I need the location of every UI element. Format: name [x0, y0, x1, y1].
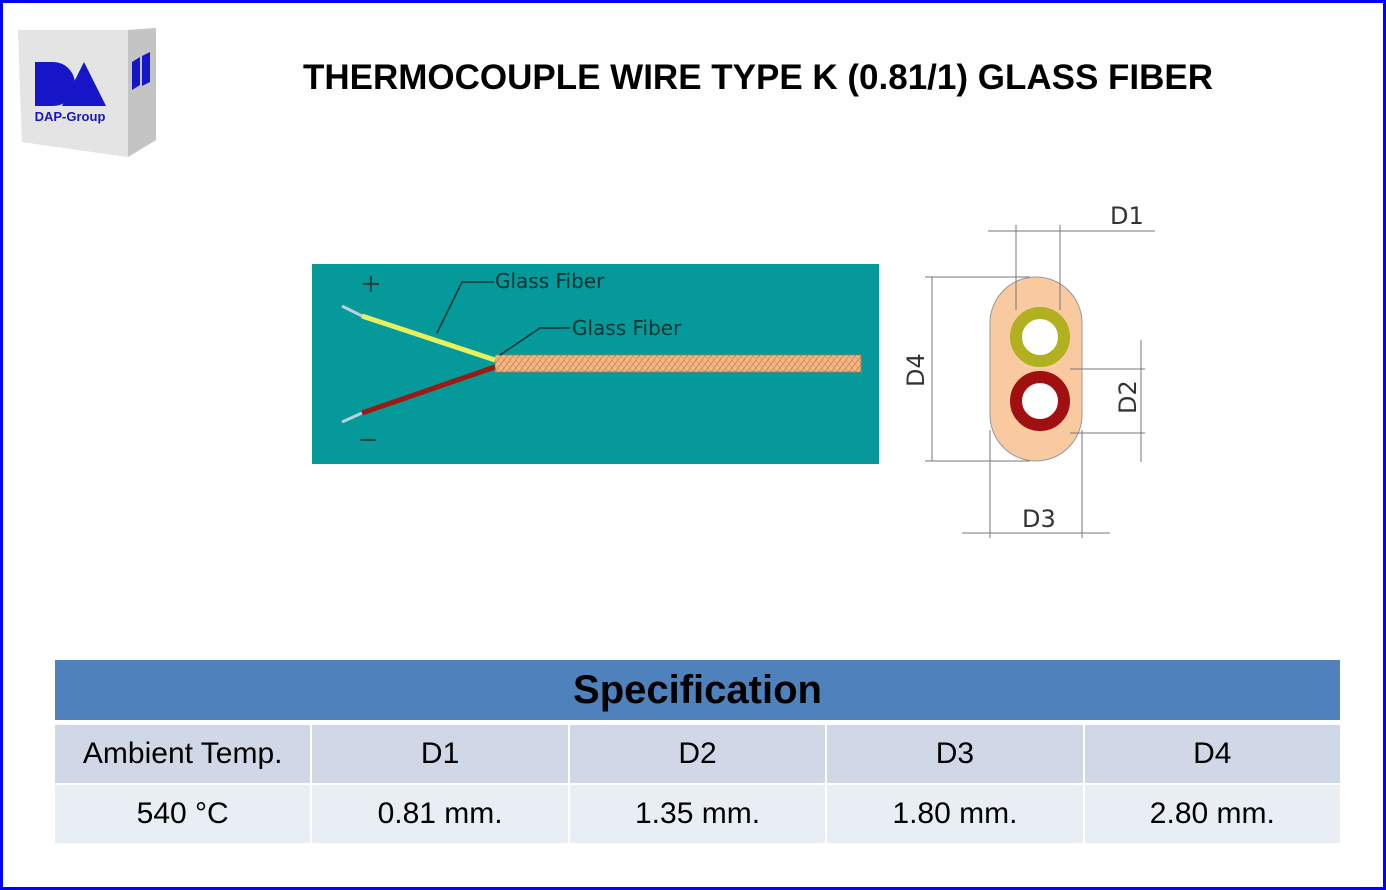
header-d3: D3: [827, 725, 1083, 783]
negative-conductor: [361, 364, 496, 416]
value-d3: 1.80 mm.: [827, 785, 1083, 843]
glass-fiber-callout-2: Glass Fiber: [572, 316, 682, 340]
minus-label: −: [357, 425, 379, 455]
dap-group-logo: DAP-Group: [18, 28, 156, 157]
page-title: THERMOCOUPLE WIRE TYPE K (0.81/1) GLASS …: [302, 58, 1214, 97]
diagram: DAP-Group + − Glass Fiber Glass Fiber D1…: [18, 28, 1155, 538]
d4-label: D4: [902, 353, 930, 387]
header-d1: D1: [312, 725, 568, 783]
glass-fiber-sheath: [494, 354, 862, 373]
spec-value-row: 540 °C 0.81 mm. 1.35 mm. 1.80 mm. 2.80 m…: [55, 785, 1341, 843]
value-ambient-temp: 540 °C: [55, 785, 311, 843]
value-d2: 1.35 mm.: [569, 785, 826, 843]
header-d4: D4: [1084, 725, 1341, 783]
d1-label: D1: [1110, 202, 1144, 230]
value-d4: 2.80 mm.: [1084, 785, 1341, 843]
header-d2: D2: [569, 725, 826, 783]
positive-conductor: [361, 313, 496, 363]
glass-fiber-callout-1: Glass Fiber: [495, 269, 605, 293]
header-ambient-temp: Ambient Temp.: [55, 725, 311, 783]
d3-label: D3: [1022, 505, 1056, 533]
spec-table-heading: Specification: [55, 660, 1340, 720]
logo-text: DAP-Group: [35, 109, 106, 124]
value-d1: 0.81 mm.: [312, 785, 568, 843]
plus-label: +: [360, 269, 382, 299]
spec-header-row: Ambient Temp. D1 D2 D3 D4: [55, 725, 1341, 783]
d2-label: D2: [1114, 380, 1142, 414]
cross-section: [925, 225, 1155, 538]
